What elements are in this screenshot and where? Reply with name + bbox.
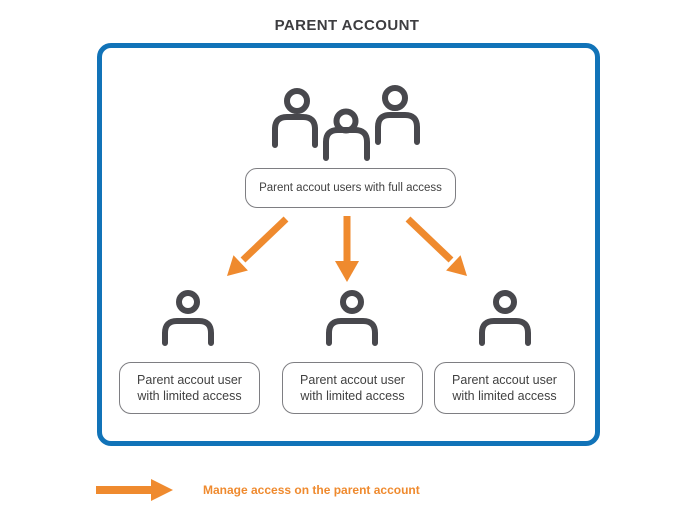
user-icon xyxy=(479,290,531,346)
users-group-icon xyxy=(272,85,420,161)
full-access-box: Parent accout users with full access xyxy=(245,168,456,208)
limited-access-box: Parent accout user with limited access xyxy=(119,362,260,414)
user-icon xyxy=(162,290,214,346)
limited-access-box: Parent accout user with limited access xyxy=(434,362,575,414)
limited-access-label: Parent accout user with limited access xyxy=(452,372,557,404)
legend-label: Manage access on the parent account xyxy=(203,483,420,497)
legend: Manage access on the parent account xyxy=(95,478,420,502)
page-title: PARENT ACCOUNT xyxy=(274,17,420,34)
limited-access-label: Parent accout user with limited access xyxy=(137,372,242,404)
full-access-label: Parent accout users with full access xyxy=(259,182,442,194)
user-icon xyxy=(326,290,378,346)
limited-access-box: Parent accout user with limited access xyxy=(282,362,423,414)
right-arrow-icon xyxy=(96,479,173,501)
limited-access-label: Parent accout user with limited access xyxy=(300,372,405,404)
